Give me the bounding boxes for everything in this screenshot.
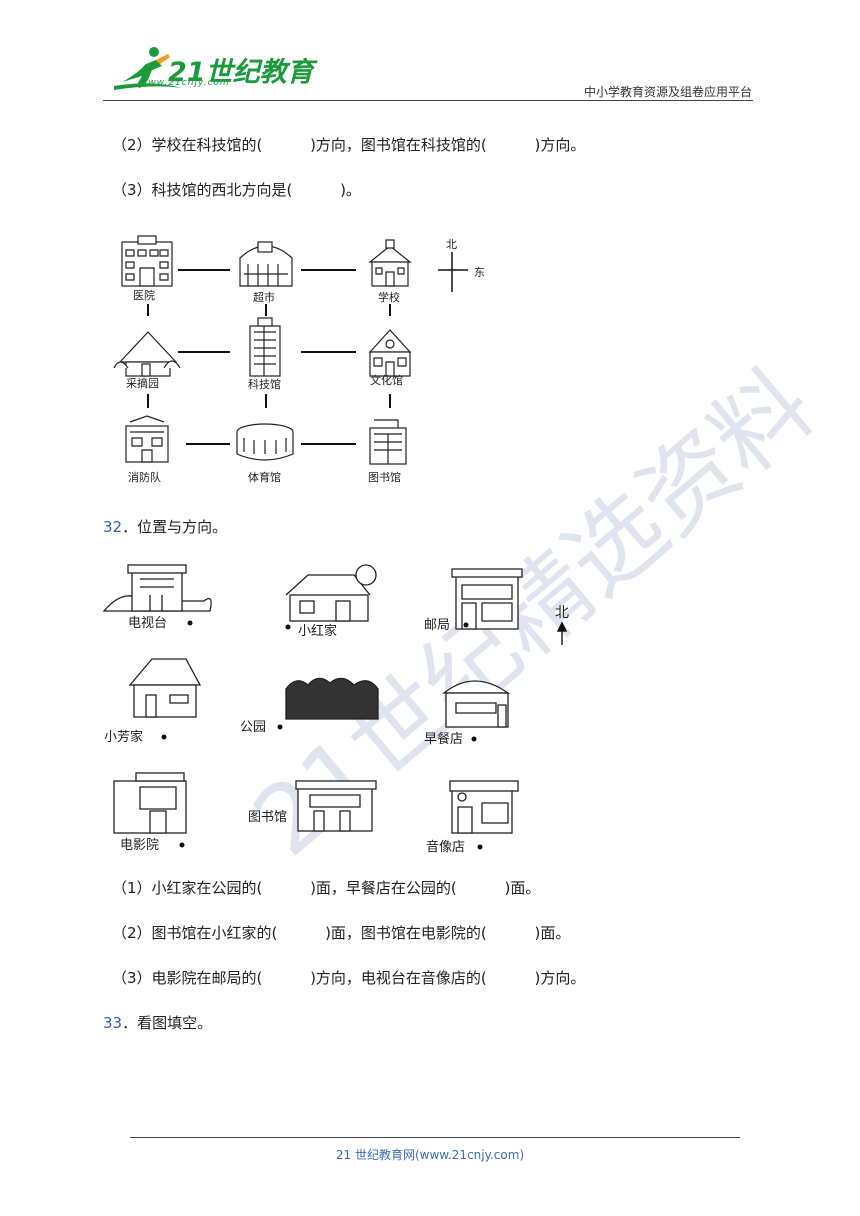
q31-question-3: （3）科技馆的西北方向是( )。 <box>112 181 361 199</box>
building-label: 图书馆 <box>368 470 401 484</box>
compass-north-label: 北 <box>555 605 569 621</box>
school-icon <box>368 239 412 287</box>
park-icon <box>285 677 379 720</box>
logo <box>114 47 182 90</box>
logo-text: 21世纪教育 <box>168 57 314 88</box>
place-label: 邮局 <box>424 618 450 633</box>
question-number: 32 <box>103 518 123 536</box>
fire-station-icon <box>125 415 169 463</box>
compass-icon <box>438 252 468 292</box>
xiaofang-home-icon <box>128 658 202 718</box>
cinema-icon <box>113 772 187 834</box>
runner-icon <box>114 47 182 90</box>
science-museum-icon <box>249 317 281 377</box>
place-dot <box>471 736 477 742</box>
stadium-icon <box>236 423 294 461</box>
building-label: 超市 <box>253 290 275 304</box>
compass-east-label: 东 <box>474 266 485 279</box>
culture-hall-icon <box>368 329 412 377</box>
post-office-icon <box>451 568 523 630</box>
hospital-icon <box>121 235 173 287</box>
compass-north-label: 北 <box>446 238 457 251</box>
q33-heading: 33．看图填空。 <box>103 1012 212 1033</box>
library-icon <box>295 780 377 832</box>
place-dot <box>463 622 469 628</box>
header-platform-text: 中小学教育资源及组卷应用平台 <box>583 85 752 99</box>
building-label: 采摘园 <box>126 376 159 390</box>
building-label: 科技馆 <box>248 377 281 391</box>
compass-icon <box>556 621 568 645</box>
header-divider <box>103 100 753 101</box>
logo-url: www.21cnjy.com <box>140 78 230 88</box>
q32-place-map: 电视台 小红家 邮局 小芳家 公园 早餐店 电影院 图书馆 音像店 北 <box>102 564 569 855</box>
q32-question-1: （1）小红家在公园的( )面，早餐店在公园的( )面。 <box>112 879 541 897</box>
place-dot <box>187 620 193 626</box>
music-store-icon <box>449 780 519 834</box>
q31-building-map: 医院 超市 学校 采摘园 科技馆 文化馆 消防队 体育馆 图书馆 北 东 <box>113 235 485 484</box>
building-label: 体育馆 <box>248 470 281 484</box>
place-dot <box>285 624 291 630</box>
supermarket-icon <box>239 241 293 287</box>
question-title: ．位置与方向。 <box>122 518 228 536</box>
xiaohong-home-icon <box>285 564 377 622</box>
place-label: 图书馆 <box>248 810 287 825</box>
place-label: 音像店 <box>426 839 465 855</box>
building-label: 医院 <box>133 288 155 302</box>
place-dot <box>179 842 185 848</box>
tv-station-icon <box>102 564 212 612</box>
q31-question-2: （2）学校在科技馆的( )方向，图书馆在科技馆的( )方向。 <box>112 136 586 154</box>
building-label: 消防队 <box>128 470 161 484</box>
orchard-house-icon <box>113 331 181 377</box>
q32-question-2: （2）图书馆在小红家的( )面，图书馆在电影院的( )面。 <box>112 924 571 942</box>
place-dot <box>161 734 167 740</box>
place-dot <box>477 844 483 850</box>
place-label: 电视台 <box>128 616 167 631</box>
library-icon <box>369 419 407 465</box>
footer-text[interactable]: 21 世纪教育网(www.21cnjy.com) <box>335 1148 525 1162</box>
place-label: 早餐店 <box>424 731 463 747</box>
map-connectors <box>147 269 391 445</box>
question-title: ．看图填空。 <box>122 1014 213 1032</box>
building-label: 文化馆 <box>370 373 403 387</box>
breakfast-shop-icon <box>442 680 511 728</box>
place-dot <box>277 724 283 730</box>
q32-heading: 32．位置与方向。 <box>103 516 227 537</box>
place-label: 小红家 <box>298 623 337 639</box>
q32-question-3: （3）电影院在邮局的( )方向，电视台在音像店的( )方向。 <box>112 969 586 987</box>
footer-divider <box>130 1137 740 1138</box>
place-label: 公园 <box>240 720 266 735</box>
question-number: 33 <box>103 1014 123 1032</box>
place-label: 电影院 <box>120 838 159 853</box>
building-label: 学校 <box>378 290 400 304</box>
place-label: 小芳家 <box>104 729 143 745</box>
